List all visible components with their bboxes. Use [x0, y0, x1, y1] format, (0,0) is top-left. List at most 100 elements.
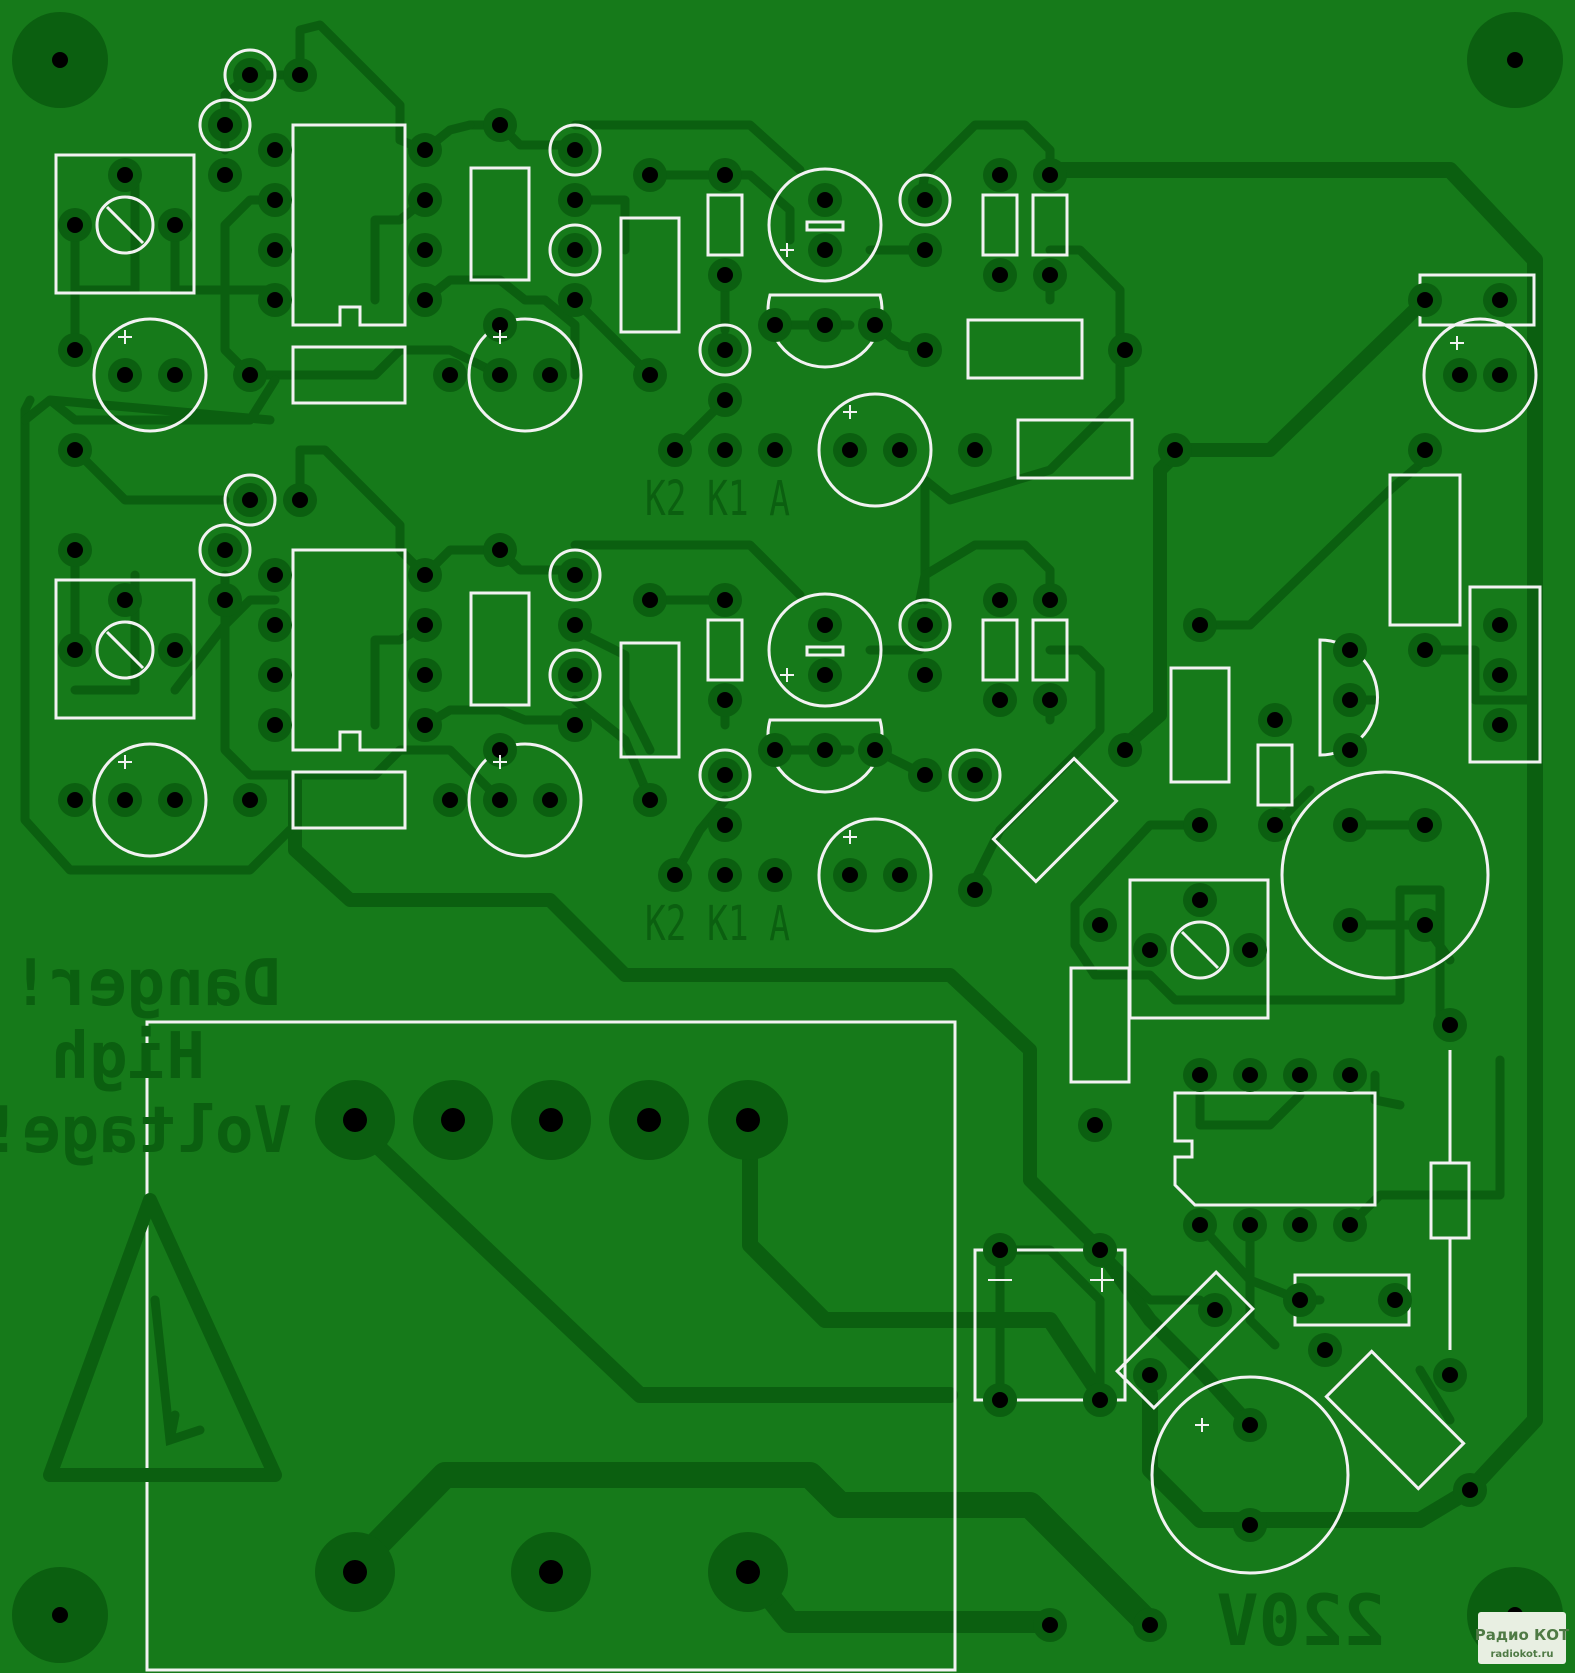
drill-hole	[1417, 642, 1433, 658]
drill-hole	[1087, 1117, 1103, 1133]
drill-hole	[1192, 1217, 1208, 1233]
drill-hole	[417, 717, 433, 733]
drill-hole	[842, 442, 858, 458]
drill-hole	[1342, 642, 1358, 658]
drill-hole	[992, 267, 1008, 283]
drill-hole	[492, 742, 508, 758]
drill-hole	[167, 792, 183, 808]
drill-hole	[717, 692, 733, 708]
power-trace-2	[739, 1561, 1061, 1633]
drill-hole	[1342, 817, 1358, 833]
drill-hole	[1292, 1292, 1308, 1308]
drill-hole	[567, 142, 583, 158]
drill-hole	[642, 167, 658, 183]
signal-trace-6	[20, 375, 280, 425]
copper-traces	[20, 20, 1543, 1638]
drill-hole	[767, 442, 783, 458]
drill-hole	[167, 642, 183, 658]
drill-hole	[417, 667, 433, 683]
drill-hole	[1192, 1067, 1208, 1083]
drill-hole	[267, 192, 283, 208]
drill-hole	[542, 792, 558, 808]
drill-hole	[767, 742, 783, 758]
drill-hole	[717, 817, 733, 833]
drill-hole	[417, 142, 433, 158]
drill-hole	[242, 67, 258, 83]
drill-hole	[817, 192, 833, 208]
drill-hole	[67, 642, 83, 658]
power-trace-4	[742, 1112, 1108, 1403]
drill-hole	[567, 717, 583, 733]
mirrored-legends: Danger! High Voltage! 220V	[0, 947, 1385, 1662]
drill-hole	[217, 117, 233, 133]
drill-hole	[1242, 1417, 1258, 1433]
drill-hole	[917, 242, 933, 258]
drill-hole	[717, 167, 733, 183]
drill-hole	[67, 542, 83, 558]
drill-hole	[117, 592, 133, 608]
drill-hole	[67, 442, 83, 458]
component-pads	[58, 58, 1517, 1642]
drill-hole	[1142, 1367, 1158, 1383]
polarity-marks	[118, 243, 1464, 1432]
drill-hole	[167, 217, 183, 233]
drill-hole	[842, 867, 858, 883]
radiokot-logo: Радио КОТ radiokot.ru	[1475, 1612, 1570, 1664]
drill-hole	[492, 542, 508, 558]
channel2-pin-labels: K2 K1 A	[645, 896, 790, 952]
drill-hole	[267, 292, 283, 308]
drill-hole	[1167, 442, 1183, 458]
drill-hole	[1492, 667, 1508, 683]
drill-hole	[1492, 617, 1508, 633]
drill-hole	[1042, 267, 1058, 283]
drill-hole	[917, 617, 933, 633]
drill-hole	[1192, 617, 1208, 633]
drill-hole	[1342, 917, 1358, 933]
drill-hole	[1342, 742, 1358, 758]
drill-hole	[492, 117, 508, 133]
drill-hole	[1317, 1342, 1333, 1358]
terminal-hole	[539, 1108, 563, 1132]
drill-hole	[1092, 917, 1108, 933]
drill-hole	[1192, 892, 1208, 908]
drill-hole	[917, 192, 933, 208]
drill-hole	[1462, 1482, 1478, 1498]
drill-hole	[1452, 367, 1468, 383]
drill-hole	[1042, 592, 1058, 608]
drill-hole	[992, 592, 1008, 608]
drill-hole	[567, 617, 583, 633]
signal-trace-3	[570, 120, 930, 455]
drill-hole	[1092, 1392, 1108, 1408]
drill-hole	[1242, 1217, 1258, 1233]
drill-hole	[492, 317, 508, 333]
drill-hole	[267, 567, 283, 583]
drill-hole	[292, 67, 308, 83]
drill-hole	[642, 367, 658, 383]
drill-hole	[717, 592, 733, 608]
signal-trace-12	[995, 1245, 1455, 1425]
power-trace-1	[337, 1462, 1163, 1638]
drill-hole	[1207, 1302, 1223, 1318]
drill-hole	[492, 367, 508, 383]
drill-hole	[1292, 1067, 1308, 1083]
drill-hole	[717, 867, 733, 883]
drill-hole	[1417, 917, 1433, 933]
terminal-hole	[441, 1108, 465, 1132]
drill-hole	[417, 192, 433, 208]
drill-hole	[117, 167, 133, 183]
drill-hole	[417, 567, 433, 583]
drill-hole	[967, 442, 983, 458]
drill-hole	[1042, 692, 1058, 708]
drill-hole	[767, 867, 783, 883]
drill-hole	[567, 192, 583, 208]
drill-hole	[567, 292, 583, 308]
warning-line1: Danger!	[11, 947, 281, 1021]
drill-hole	[417, 242, 433, 258]
signal-trace-4	[865, 120, 1125, 605]
warning-line2: High	[51, 1020, 205, 1094]
drill-hole	[717, 342, 733, 358]
drill-hole	[917, 342, 933, 358]
drill-hole	[1267, 712, 1283, 728]
drill-hole	[417, 292, 433, 308]
